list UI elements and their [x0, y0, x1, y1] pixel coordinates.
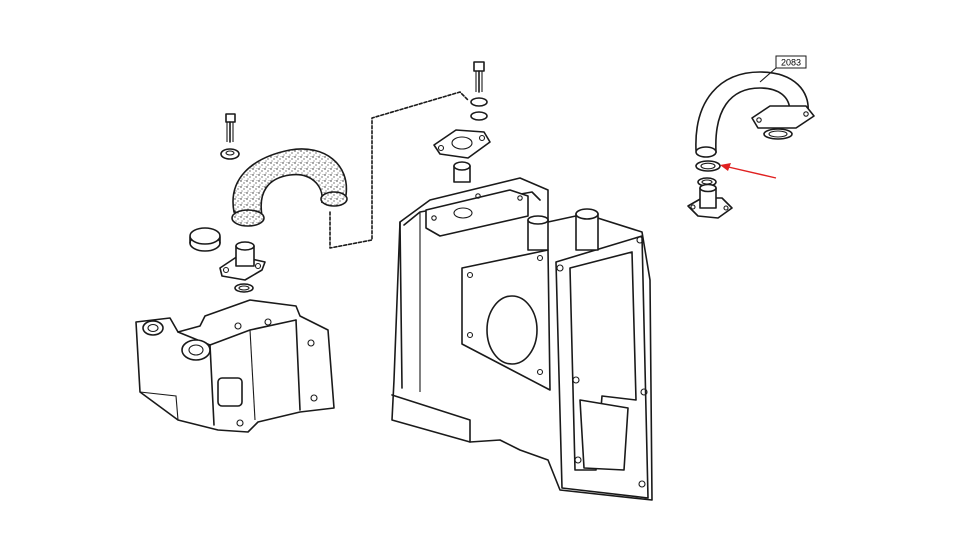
center-stub	[453, 161, 471, 183]
right-bottom-flange-stub	[687, 183, 733, 219]
center-flange-gasket	[433, 129, 491, 159]
left-lock-washer	[220, 148, 240, 160]
callout-label: 2083	[781, 58, 801, 68]
right-top-flange	[751, 105, 815, 129]
center-washers	[470, 97, 488, 121]
right-top-o-ring	[763, 128, 793, 140]
left-flange-stub	[219, 241, 266, 281]
left-bolt	[225, 113, 236, 143]
callout-2083: 2083	[759, 55, 807, 83]
left-seal-cap	[189, 227, 221, 252]
red-pointer-arrow	[720, 163, 777, 179]
left-hose-elbow	[231, 148, 348, 227]
pump-body	[135, 299, 335, 433]
connector-line	[329, 91, 469, 249]
right-o-ring-pointed	[695, 160, 721, 172]
center-bolt	[473, 61, 485, 93]
left-o-ring	[234, 283, 254, 293]
main-housing	[391, 177, 653, 501]
